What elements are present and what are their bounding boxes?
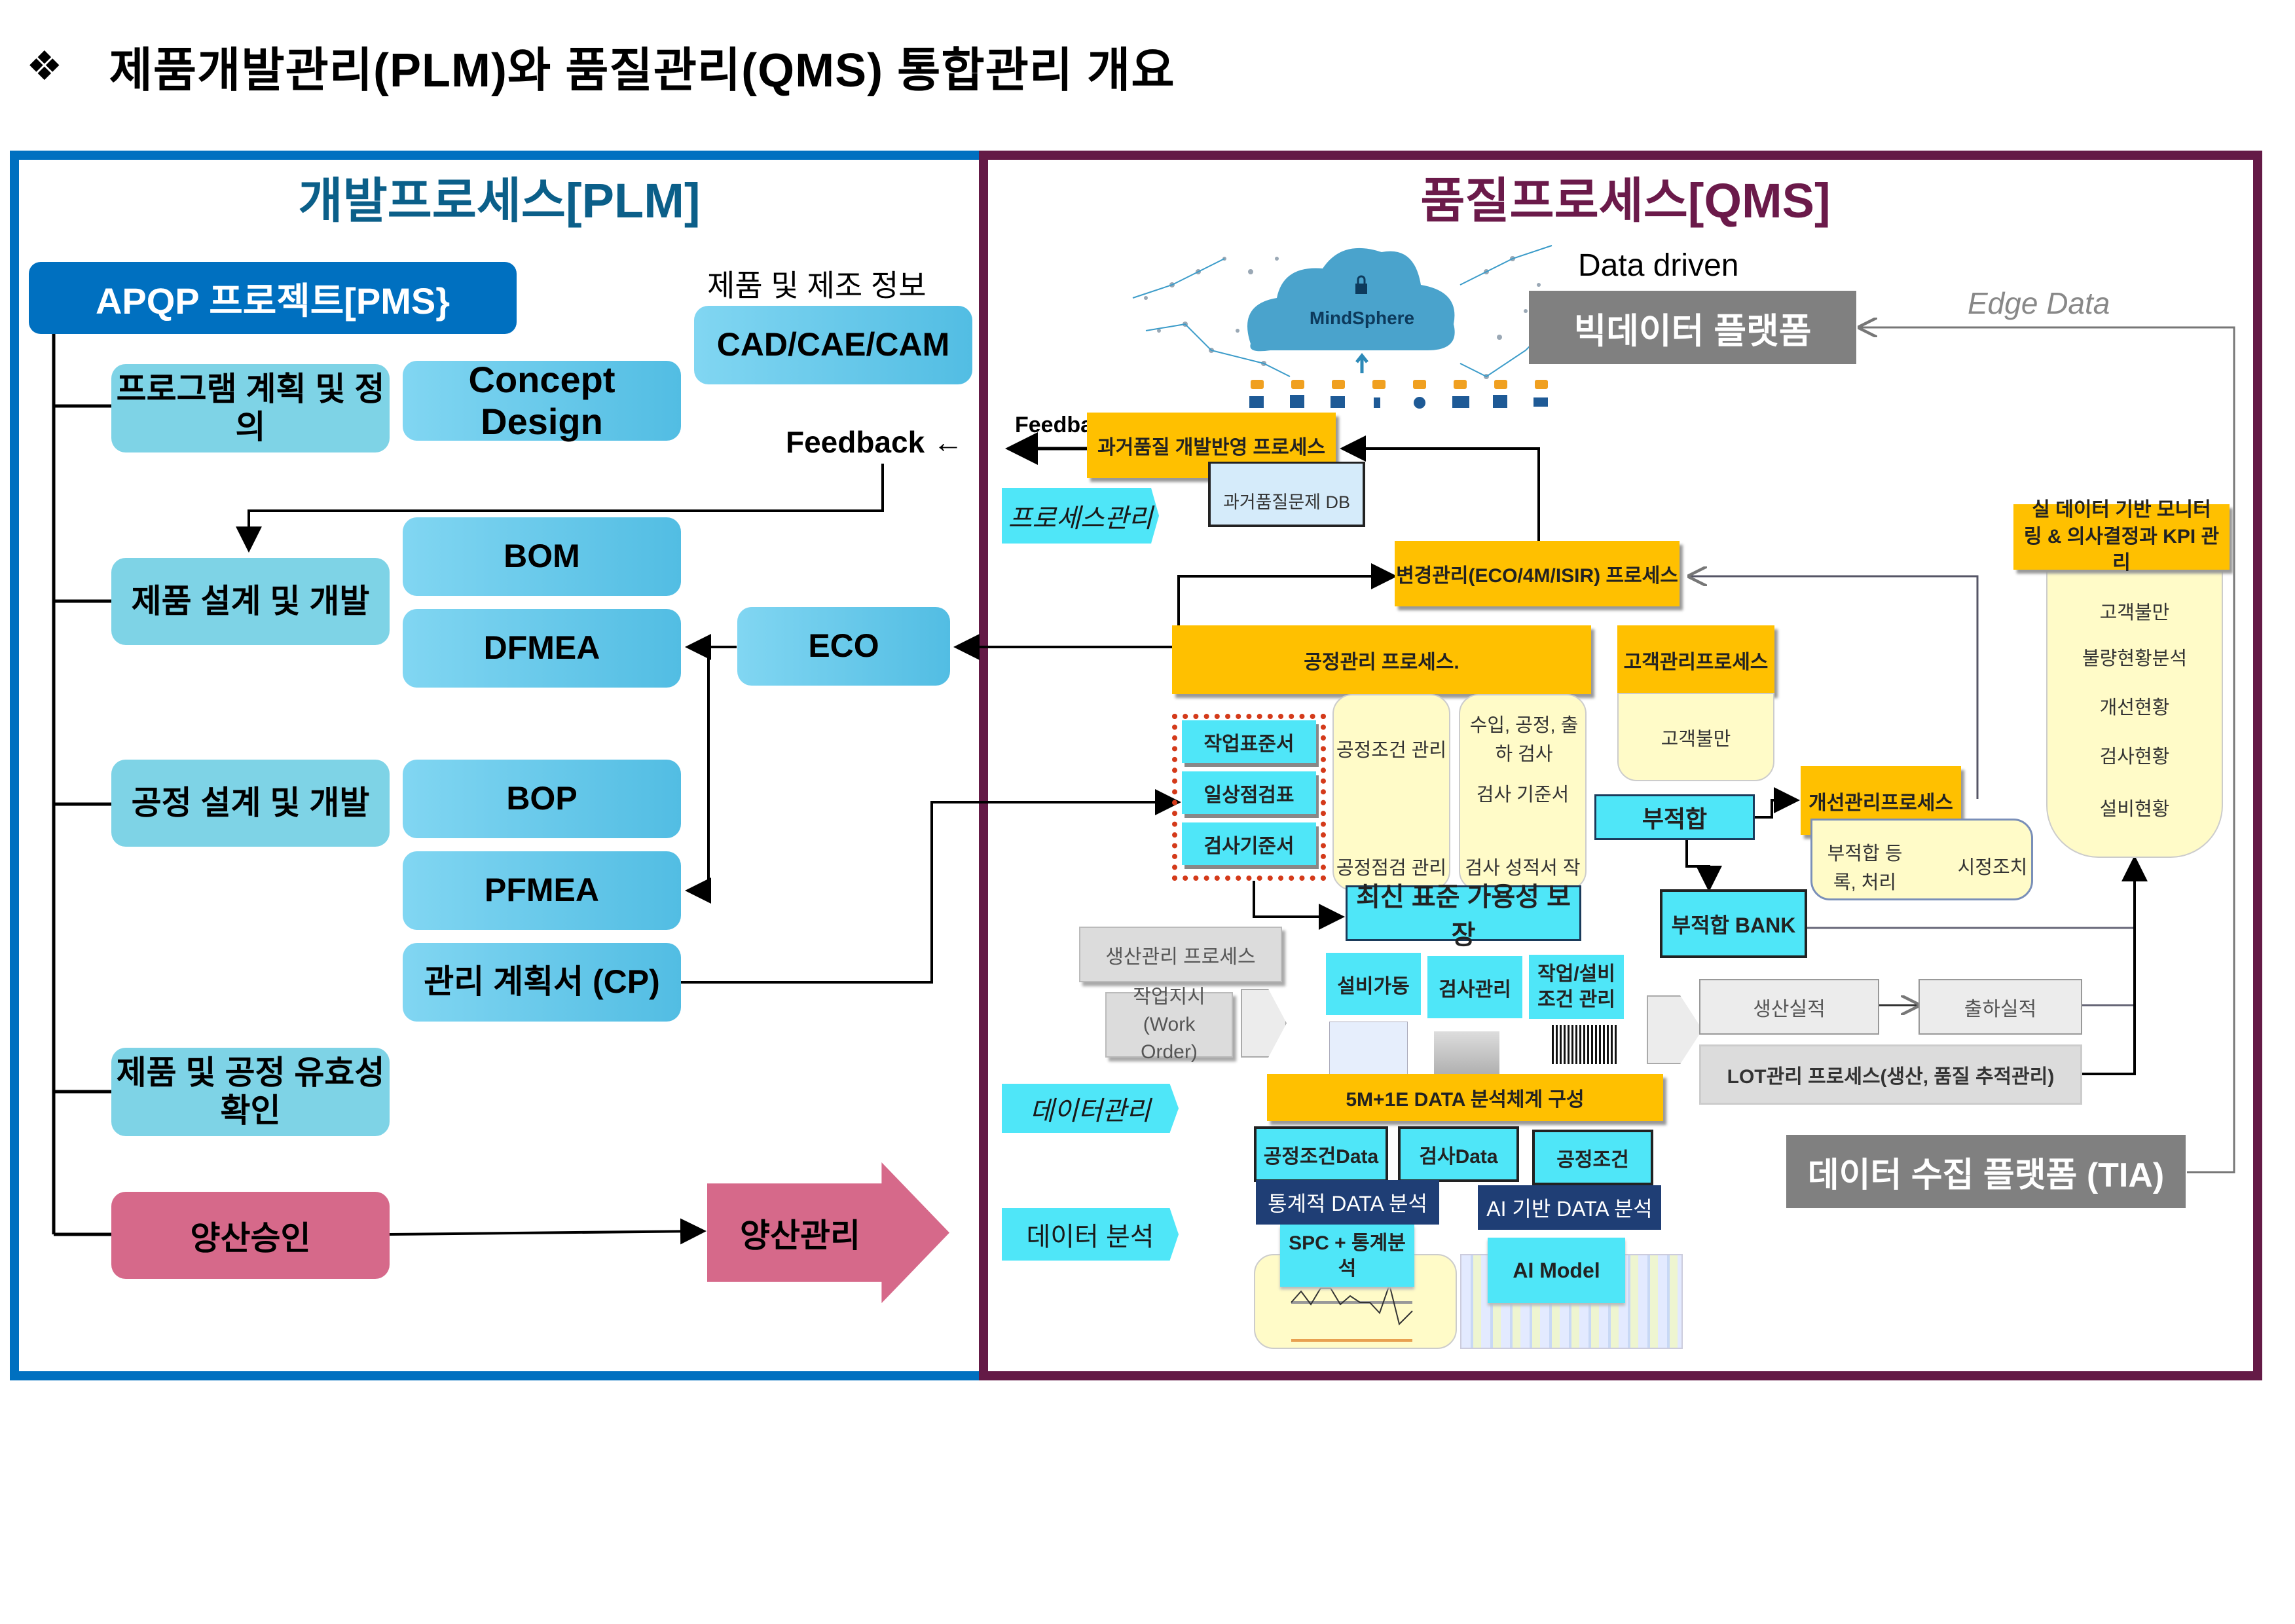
product-info-caption: 제품 및 제조 정보	[707, 268, 927, 303]
barcode-icon	[1552, 1025, 1617, 1064]
monitoring-item: 검사현황	[2099, 747, 2170, 767]
stage-program-planning[interactable]: 프로그램 계획 및 정의	[111, 364, 390, 452]
stage-mass-approval[interactable]: 양산승인	[111, 1192, 390, 1279]
improvement-detail-right: 시정조치	[1957, 857, 2028, 878]
mindsphere-cloud-icon: MindSphere	[1132, 245, 1552, 409]
data-mgmt-tag: 데이터관리	[1002, 1084, 1179, 1133]
page-title-text: 제품개발관리(PLM)와 품질관리(QMS) 통합관리 개요	[109, 44, 1175, 97]
tia-platform-box[interactable]: 데이터 수집 플랫폼 (TIA)	[1786, 1135, 2186, 1208]
data-item-box[interactable]: 공정조건	[1532, 1130, 1653, 1185]
eco-box[interactable]: ECO	[737, 607, 950, 686]
bom-box[interactable]: BOM	[403, 517, 681, 596]
inspection-column: 수입, 공정, 출하 검사 검사 기준서 검사 성적서 작성	[1459, 694, 1587, 906]
past-quality-db-box[interactable]: 과거품질문제 DB	[1208, 462, 1365, 527]
customer-mgmt-process-box[interactable]: 고객관리프로세스	[1617, 625, 1774, 694]
ai-analysis-box[interactable]: AI 기반 DATA 분석	[1478, 1185, 1661, 1230]
device-row-icons	[1249, 395, 1548, 409]
bigdata-platform-box[interactable]: 빅데이터 플랫폼	[1529, 291, 1856, 364]
cad-cae-cam-box[interactable]: CAD/CAE/CAM	[694, 306, 972, 384]
nonconformity-box[interactable]: 부적합	[1594, 794, 1755, 840]
standards-group	[1172, 714, 1326, 881]
stage-process-design[interactable]: 공정 설계 및 개발	[111, 760, 390, 847]
process-condition-top: 공정조건 관리	[1336, 740, 1447, 761]
inspection-top: 수입, 공정, 출하 검사	[1469, 715, 1579, 765]
standard-daily-checklist[interactable]: 일상점검표	[1182, 771, 1316, 814]
lock-icon	[1355, 284, 1367, 294]
control-plan-box[interactable]: 관리 계획서 (CP)	[403, 943, 681, 1022]
inspection-middle: 검사 기준서	[1476, 784, 1570, 805]
process-condition-bottom: 공정점검 관리	[1336, 858, 1447, 879]
pfmea-box[interactable]: PFMEA	[403, 851, 681, 930]
monitoring-item: 불량현황분석	[2082, 648, 2188, 669]
lot-mgmt-box[interactable]: LOT관리 프로세스(생산, 품질 추적관리)	[1699, 1044, 2082, 1105]
page-title: ❖ 제품개발관리(PLM)와 품질관리(QMS) 통합관리 개요	[26, 26, 1175, 105]
upload-arrow-icon	[1355, 352, 1368, 373]
ai-model-box[interactable]: AI Model	[1488, 1238, 1625, 1303]
customer-complaint-box: 고객불만	[1617, 693, 1774, 781]
statistical-analysis-box[interactable]: 통계적 DATA 분석	[1256, 1180, 1439, 1225]
left-arrow-icon: ←	[933, 425, 963, 459]
stage-product-design[interactable]: 제품 설계 및 개발	[111, 558, 390, 645]
mindsphere-text: MindSphere	[1310, 308, 1414, 328]
improvement-detail-left: 부적합 등록, 처리	[1827, 843, 1903, 893]
plm-panel-title: 개발프로세스[PLM]	[298, 173, 701, 228]
dfmea-box[interactable]: DFMEA	[403, 609, 681, 688]
data-item-box[interactable]: 검사Data	[1398, 1126, 1519, 1182]
production-result-box[interactable]: 생산실적	[1699, 979, 1879, 1035]
nonconformity-bank-box[interactable]: 부적합 BANK	[1660, 889, 1807, 958]
process-mgmt-box[interactable]: 공정관리 프로세스.	[1172, 625, 1591, 694]
five-m-one-e-box[interactable]: 5M+1E DATA 분석체계 구성	[1267, 1074, 1663, 1121]
apqp-project-button[interactable]: APQP 프로젝트[PMS}	[29, 262, 517, 334]
bop-box[interactable]: BOP	[403, 760, 681, 838]
monitoring-list: 고객불만 불량현황분석 개선현황 검사현황 설비현황	[2046, 544, 2223, 858]
monitoring-kpi-box[interactable]: 실 데이터 기반 모니터링 & 의사결정과 KPI 관리	[2013, 499, 2230, 574]
padlock-row-icons	[1251, 380, 1548, 389]
mindsphere-illustration: MindSphere	[1120, 232, 1565, 409]
process-condition-column: 공정조건 관리 공정점검 관리	[1332, 694, 1450, 891]
standard-inspection-criteria[interactable]: 검사기준서	[1182, 822, 1316, 865]
data-item-box[interactable]: 공정조건Data	[1254, 1126, 1388, 1182]
plm-panel	[10, 151, 989, 1380]
cloud-shape	[1247, 248, 1455, 352]
qms-panel	[979, 151, 2262, 1380]
monitoring-item: 개선현황	[2099, 697, 2170, 718]
change-mgmt-process-box[interactable]: 변경관리(ECO/4M/ISIR) 프로세스	[1395, 541, 1680, 606]
plm-feedback-label: Feedback ←	[786, 424, 963, 460]
work-order-box[interactable]: 작업지시 (Work Order)	[1105, 986, 1233, 1063]
latest-standard-box[interactable]: 최신 표준 가용성 보장	[1346, 883, 1581, 950]
process-mgmt-tag: 프로세스관리	[1002, 488, 1159, 544]
improvement-detail-box: 부적합 등록, 처리 시정조치	[1810, 819, 2033, 900]
production-mgmt-box[interactable]: 생산관리 프로세스	[1079, 927, 1282, 982]
standard-work-instruction[interactable]: 작업표준서	[1182, 720, 1316, 763]
equipment-ops-box[interactable]: 설비가동	[1326, 953, 1421, 1015]
data-analysis-tag: 데이터 분석	[1002, 1208, 1179, 1261]
concept-design-box[interactable]: Concept Design	[403, 359, 681, 442]
work-equipment-box[interactable]: 작업/설비 조건 관리	[1529, 955, 1624, 1019]
plm-feedback-text: Feedback	[786, 425, 925, 459]
edge-data-label: Edge Data	[1968, 286, 2110, 320]
monitoring-item: 설비현황	[2099, 799, 2170, 820]
stage-validation[interactable]: 제품 및 공정 유효성 확인	[111, 1048, 390, 1136]
qms-panel-title: 품질프로세스[QMS]	[1420, 173, 1831, 228]
inspection-mgmt-box[interactable]: 검사관리	[1427, 956, 1522, 1018]
spc-box[interactable]: SPC + 통계분석	[1280, 1225, 1414, 1287]
shipping-result-box[interactable]: 출하실적	[1919, 979, 2082, 1035]
data-driven-label: Data driven	[1578, 248, 1739, 283]
monitoring-item: 고객불만	[2099, 602, 2170, 623]
diamond-bullet-icon: ❖	[26, 43, 64, 89]
